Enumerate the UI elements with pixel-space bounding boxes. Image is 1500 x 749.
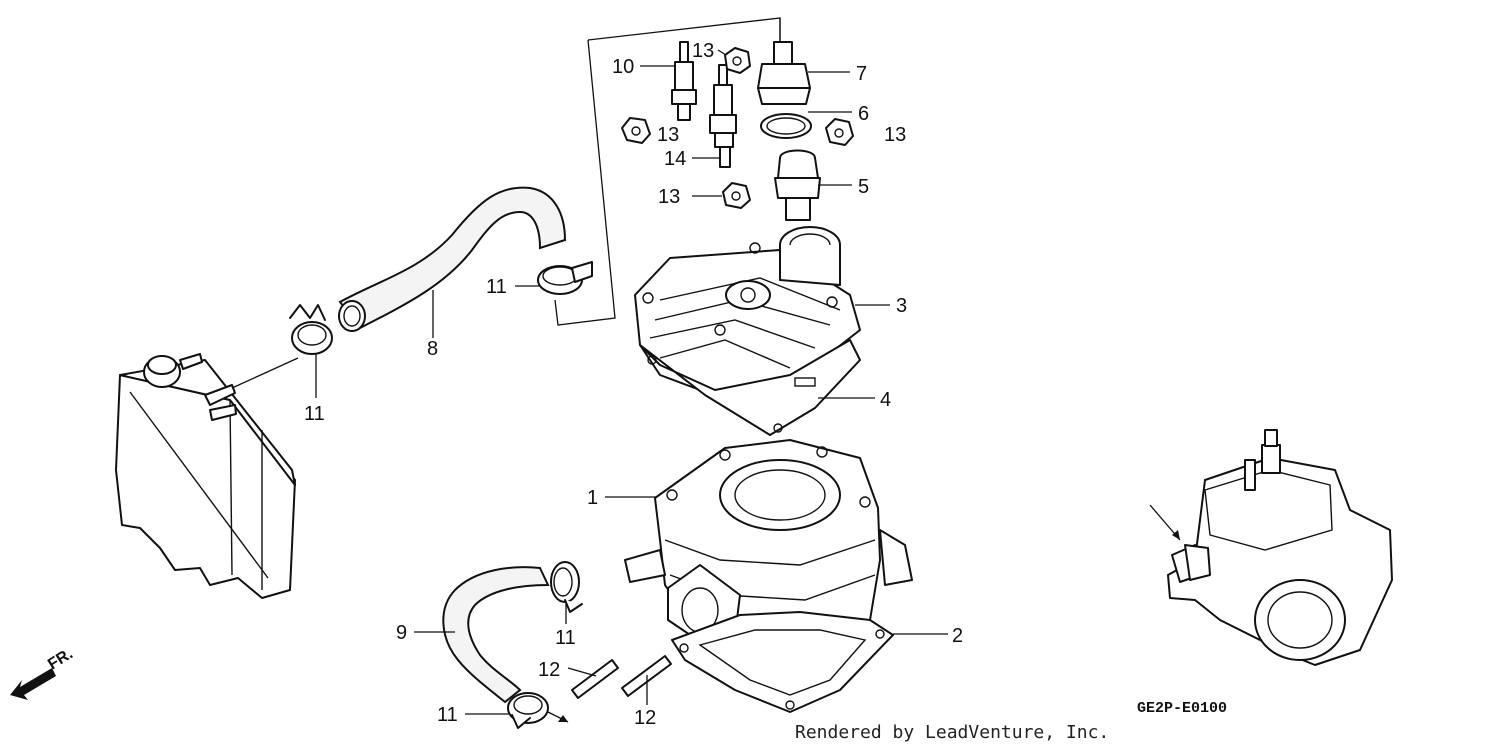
hose-clamp-bottom (507, 692, 549, 729)
nut-13-right (825, 118, 854, 146)
base-gasket-2 (671, 611, 894, 713)
spark-plug-14 (709, 64, 737, 168)
callout-12-left: 12 (538, 659, 560, 681)
nut-13-top (724, 47, 751, 74)
callout-13-top: 13 (692, 40, 714, 62)
lower-hose (442, 566, 550, 704)
hose-clamp-lower-mid (550, 561, 583, 613)
callout-13-bottom: 13 (658, 186, 680, 208)
upper-hose (338, 186, 567, 330)
callout-12-right: 12 (634, 707, 656, 729)
callout-11-upper: 11 (486, 276, 507, 298)
callout-3: 3 (896, 295, 907, 317)
hose-clamp-upper (537, 261, 593, 295)
hose-clamp-left (289, 304, 333, 355)
callout-5: 5 (858, 176, 869, 198)
thermo-cap-7 (757, 41, 811, 105)
callout-10: 10 (612, 56, 634, 78)
callout-1: 1 (587, 487, 598, 509)
subgroup-bracket-left (554, 39, 616, 326)
thermostat-5 (774, 149, 821, 221)
callout-11-left: 11 (304, 403, 325, 425)
callout-7: 7 (856, 63, 867, 85)
front-direction-arrow-icon (10, 668, 56, 700)
nut-13-bottom (722, 182, 751, 209)
callout-13-right: 13 (884, 124, 906, 146)
credit-text: Rendered by LeadVenture, Inc. (795, 722, 1109, 743)
callout-4: 4 (880, 389, 891, 411)
diagram-code: GE2P-E0100 (1137, 700, 1227, 717)
cylinder-head-3 (634, 226, 861, 393)
stud-12-left (571, 659, 619, 699)
nut-13-left (621, 117, 651, 144)
callout-11-mid: 11 (555, 627, 576, 649)
head-gasket-4 (639, 339, 861, 436)
radiator (115, 353, 296, 599)
engine-inset-view (1167, 429, 1393, 666)
callout-9: 9 (396, 622, 407, 644)
callout-6: 6 (858, 103, 869, 125)
callout-13-left: 13 (657, 124, 679, 146)
callout-8: 8 (427, 338, 438, 360)
callout-2: 2 (952, 625, 963, 647)
front-direction-label: FR. (45, 645, 76, 673)
callout-14: 14 (664, 148, 686, 170)
spark-plug-10 (671, 41, 697, 121)
callout-11-bottom: 11 (437, 704, 458, 726)
